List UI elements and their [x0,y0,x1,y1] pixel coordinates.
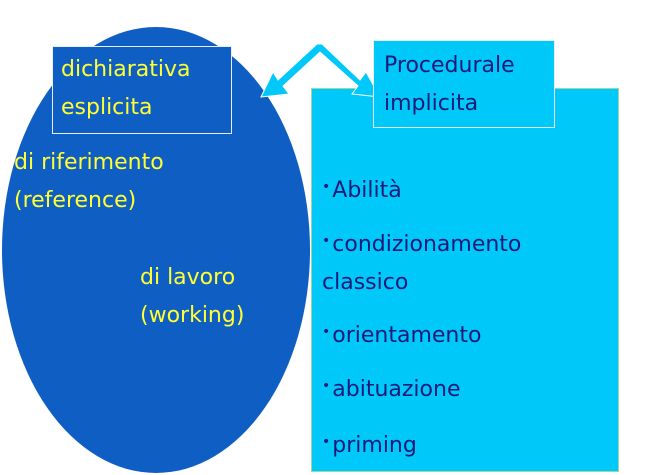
arrow-shape [260,43,381,98]
procedural-item-text: abituazione [332,377,461,402]
declarative-label-box: dichiarativa esplicita [52,46,232,134]
bullet-icon: • [322,378,331,394]
procedural-item-text: priming [332,433,417,458]
procedural-title-line1: Procedurale [384,53,515,78]
bullet-icon: • [322,233,331,249]
declarative-title-line1: dichiarativa [61,57,191,82]
working-memory-line1: di lavoro [140,265,236,290]
procedural-item-text: Abilità [332,178,402,203]
procedural-item-text: condizionamento [332,232,522,257]
procedural-item: •Abilità [322,172,402,210]
declarative-title-line2: esplicita [61,95,153,120]
procedural-item: •orientamento [322,317,481,355]
procedural-item: •priming [322,427,417,465]
reference-memory-line2: (reference) [14,188,137,213]
procedural-item: •abituazione [322,371,460,409]
working-memory-line2: (working) [140,303,245,328]
procedural-label-box: Procedurale implicita [373,40,555,128]
procedural-item: •condizionamento [322,226,521,264]
bullet-icon: • [322,434,331,450]
procedural-memory-box [311,88,619,472]
procedural-title-line2: implicita [384,91,479,116]
procedural-item-continuation: classico [322,270,409,295]
bullet-icon: • [322,324,331,340]
procedural-item-text: orientamento [332,323,482,348]
reference-memory-line1: di riferimento [14,150,164,175]
bullet-icon: • [322,179,331,195]
